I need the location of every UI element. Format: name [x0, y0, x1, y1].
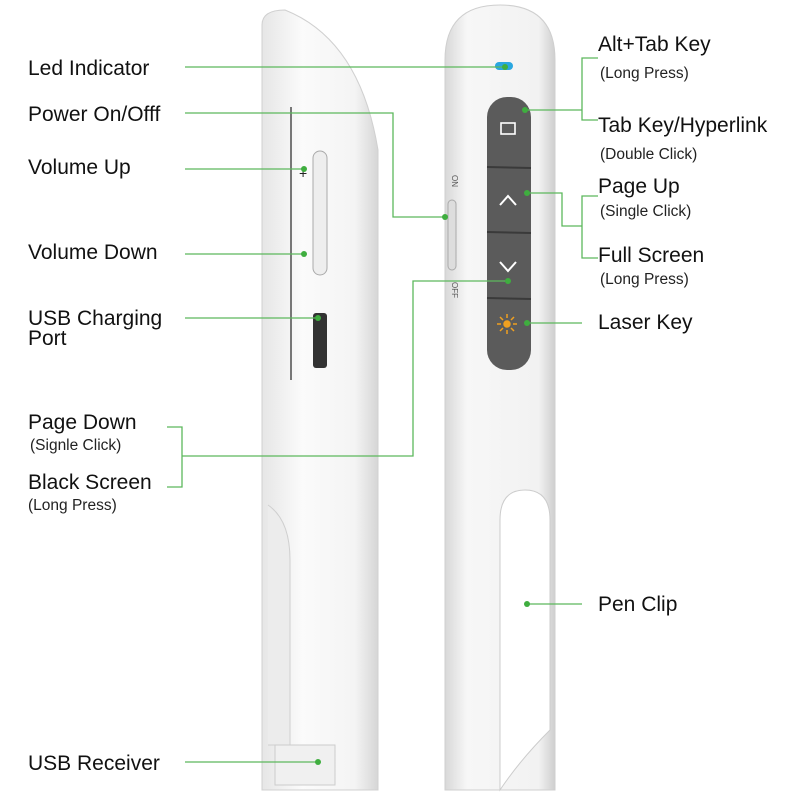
right-labels: Alt+Tab Key (Long Press) Tab Key/Hyperli… [598, 33, 768, 616]
label-full-screen: Full Screen [598, 244, 704, 267]
label-laser-key: Laser Key [598, 311, 693, 334]
page-down-button[interactable] [499, 261, 517, 273]
label-page-down: Page Down [28, 411, 137, 434]
label-page-up-sub: (Single Click) [600, 203, 691, 220]
label-usb-port: Port [28, 327, 67, 350]
label-led-indicator: Led Indicator [28, 57, 149, 80]
laser-key-button[interactable] [497, 314, 517, 334]
switch-off-mark: OFF [450, 282, 459, 298]
chevron-down-icon [499, 261, 517, 273]
presenter-side-view: + [261, 9, 379, 791]
tab-key-button[interactable] [500, 122, 516, 135]
label-tab-key: Tab Key/Hyperlink [598, 114, 768, 137]
left-labels: Led Indicator Power On/Offf Volume Up Vo… [28, 57, 162, 775]
leader-lines [167, 57, 598, 765]
label-full-screen-sub: (Long Press) [600, 271, 689, 288]
label-volume-up: Volume Up [28, 156, 131, 179]
label-black-screen-sub: (Long Press) [28, 497, 117, 514]
label-black-screen: Black Screen [28, 471, 152, 494]
label-power: Power On/Offf [28, 103, 160, 126]
chevron-up-icon [499, 194, 517, 206]
label-volume-down: Volume Down [28, 241, 158, 264]
presenter-front-view: ON OFF [444, 4, 556, 792]
switch-on-mark: ON [450, 175, 459, 187]
label-page-down-sub: (Signle Click) [30, 437, 121, 454]
page-up-button[interactable] [499, 194, 517, 206]
pen-clip[interactable] [499, 489, 551, 792]
window-icon [500, 122, 516, 135]
label-alt-tab-sub: (Long Press) [600, 65, 689, 82]
label-tab-key-sub: (Double Click) [600, 146, 697, 163]
power-switch[interactable] [447, 199, 457, 271]
label-alt-tab: Alt+Tab Key [598, 33, 711, 56]
volume-rocker[interactable] [312, 150, 328, 276]
volume-plus-mark: + [299, 165, 307, 181]
label-pen-clip: Pen Clip [598, 593, 677, 616]
label-usb-charging: USB Charging [28, 307, 162, 330]
label-usb-receiver: USB Receiver [28, 752, 160, 775]
usb-receiver[interactable] [274, 744, 336, 786]
usb-port[interactable] [313, 313, 327, 368]
laser-sun-icon [497, 314, 517, 334]
label-page-up: Page Up [598, 175, 680, 198]
